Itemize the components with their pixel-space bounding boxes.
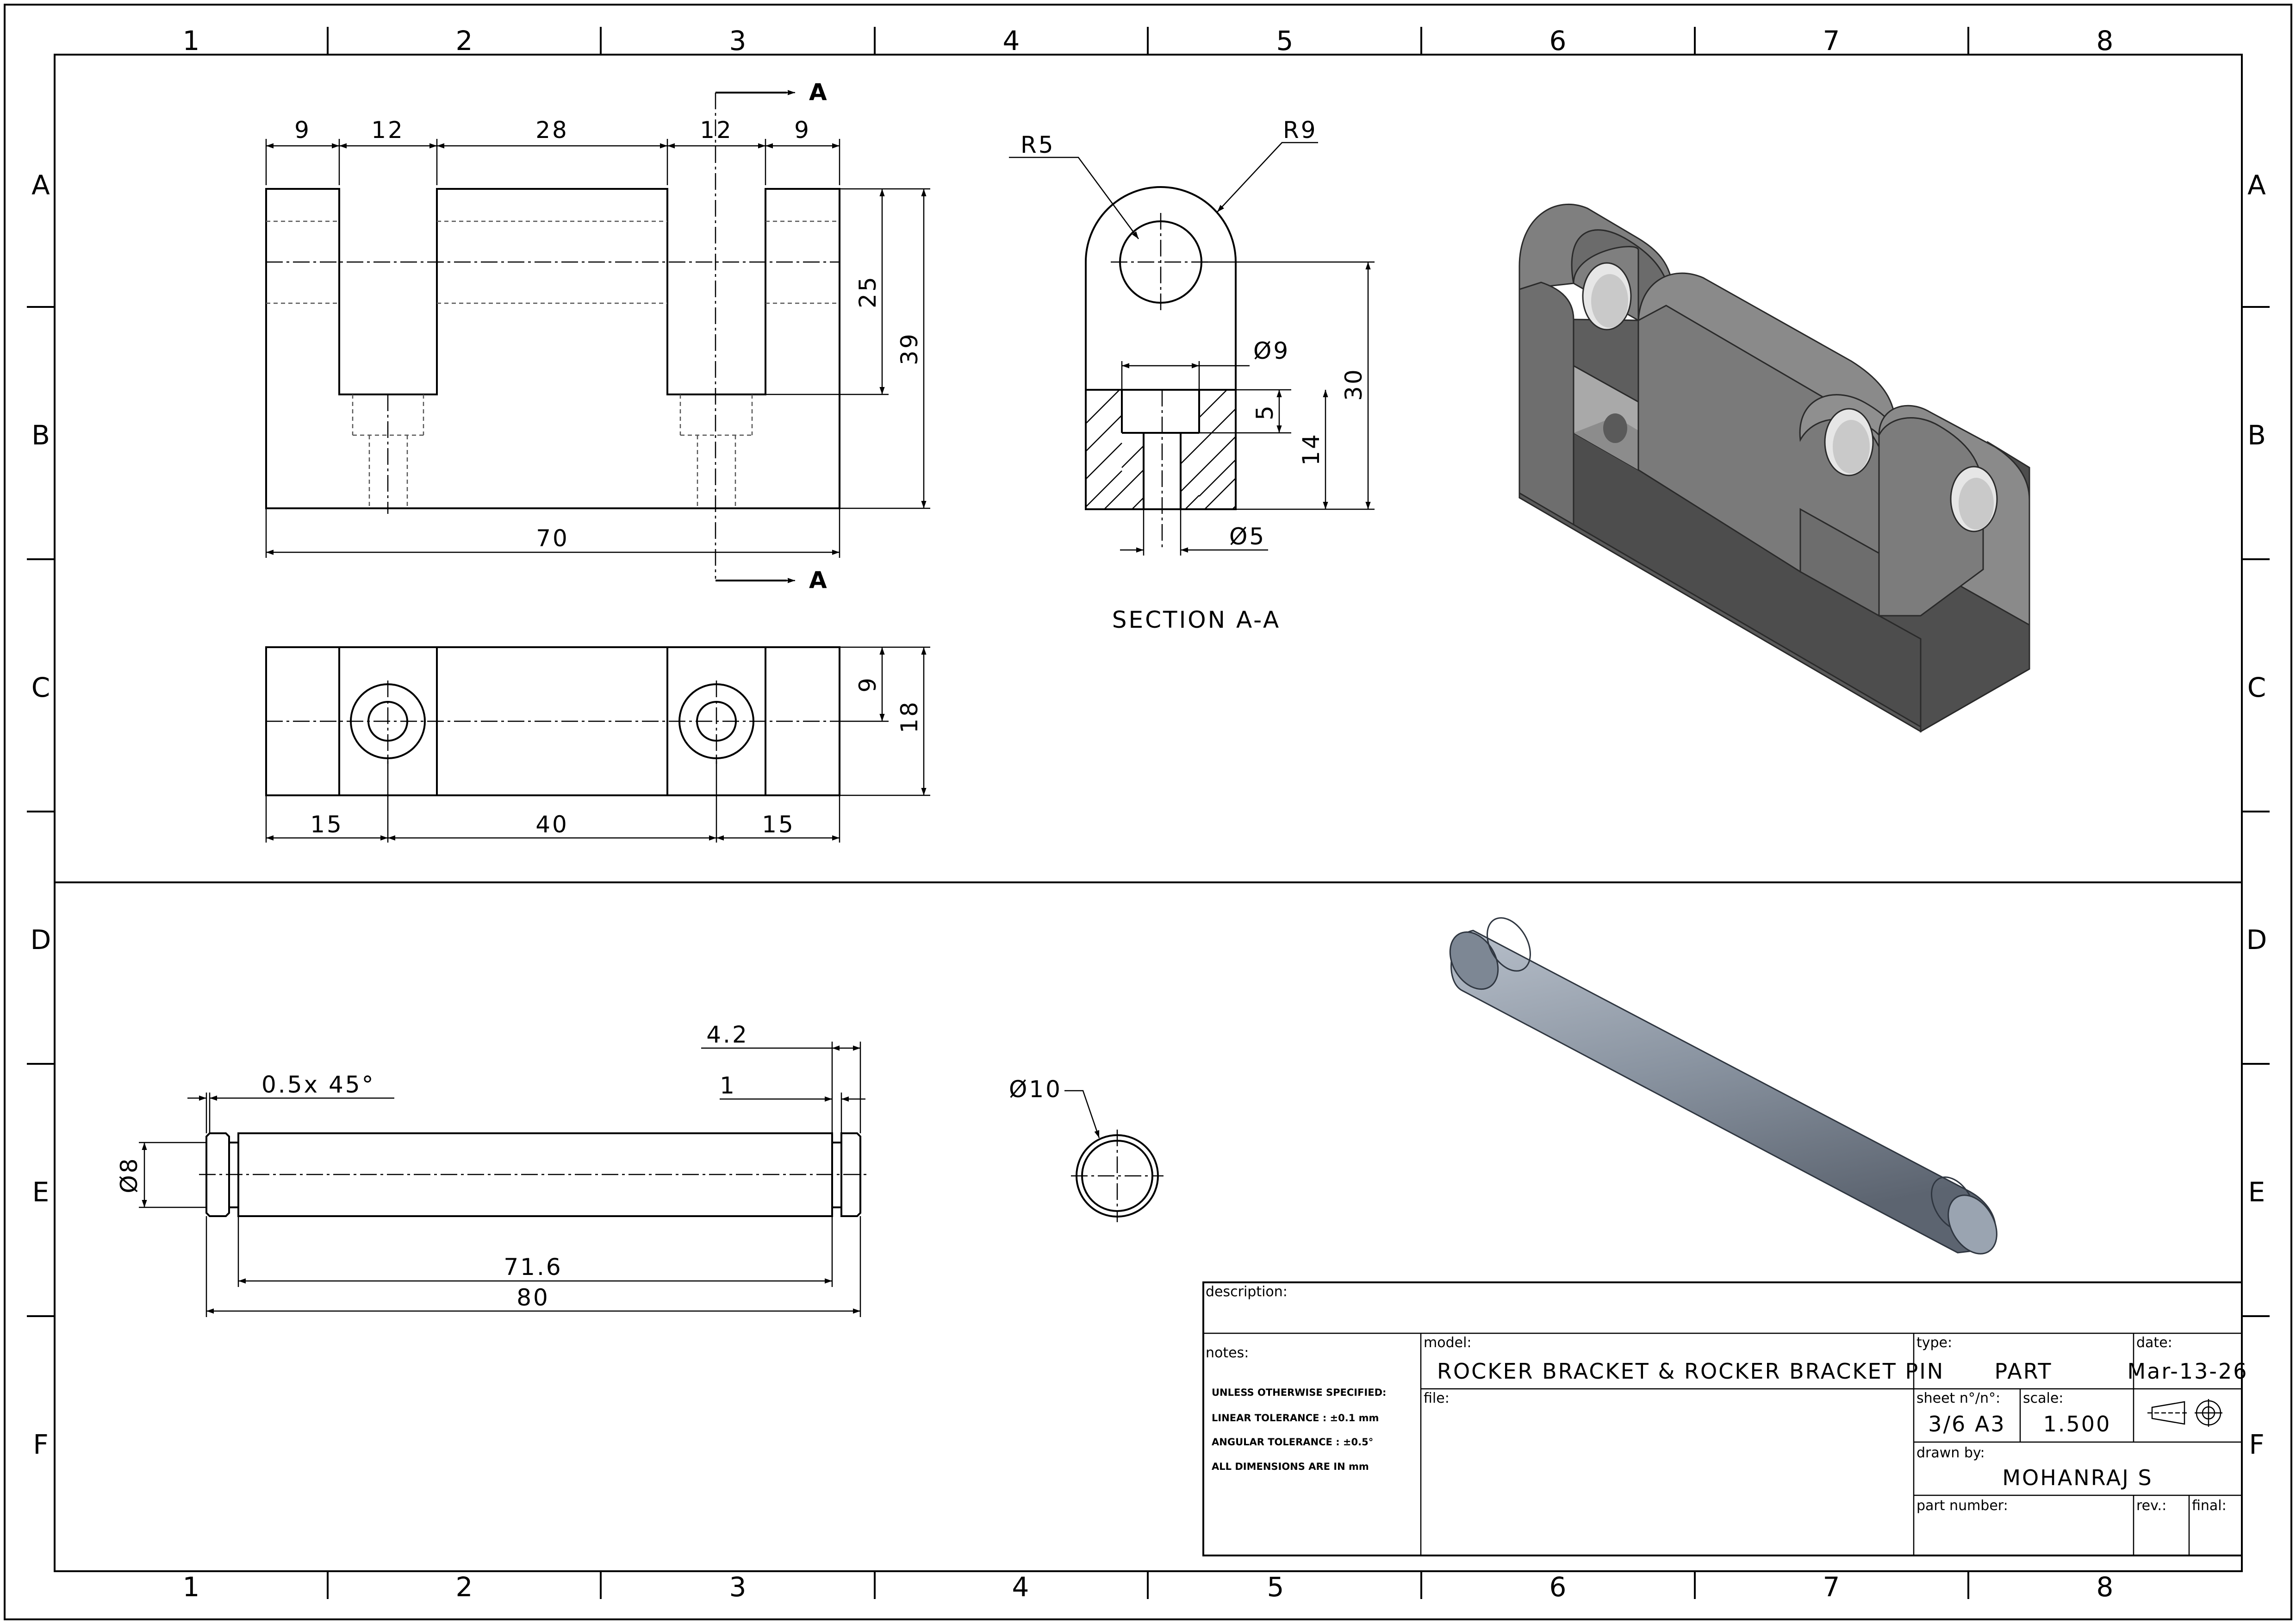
zone-col-label: 4 <box>1003 25 1020 56</box>
drawn-by-label: drawn by: <box>1916 1445 1985 1461</box>
title-block: description: notes: UNLESS OTHERWISE SPE… <box>1202 1281 2248 1556</box>
dim-dia9: Ø9 <box>1253 337 1290 364</box>
zone-col-label: 4 <box>1012 1571 1029 1603</box>
note-line: ALL DIMENSIONS ARE IN mm <box>1212 1461 1369 1472</box>
zone-row-label: E <box>32 1176 50 1208</box>
zone-row-label: B <box>31 419 50 451</box>
final-label: final: <box>2192 1498 2227 1514</box>
dim-5: 5 <box>1251 404 1278 420</box>
section-hatch <box>1085 389 1236 510</box>
zone-row-label: E <box>2248 1176 2265 1208</box>
zone-col-label: 2 <box>456 1571 473 1603</box>
dim-chamfer: 0.5x 45° <box>261 1071 375 1098</box>
section-mark-top: A <box>809 79 829 106</box>
note-line: UNLESS OTHERWISE SPECIFIED: <box>1212 1387 1386 1398</box>
model-label: model: <box>1424 1335 1472 1351</box>
zone-col-label: 3 <box>729 1571 747 1603</box>
notes-label: notes: <box>1206 1345 1249 1361</box>
dim-70: 70 <box>536 525 569 552</box>
zone-row-label: C <box>2247 672 2266 703</box>
dim-25: 25 <box>854 275 881 308</box>
dim-dia5: Ø5 <box>1229 523 1266 550</box>
dim-18: 18 <box>896 700 923 733</box>
section-mark-bottom: A <box>809 567 829 593</box>
zone-col-label: 6 <box>1549 1571 1567 1603</box>
bracket-top-view: 9 18 15 40 15 <box>265 646 930 843</box>
dim-15: 15 <box>762 811 795 838</box>
dim-dia8: Ø8 <box>116 1156 143 1193</box>
dim-40: 40 <box>535 811 569 838</box>
dim-9: 9 <box>294 117 311 144</box>
zone-col-label: 1 <box>183 25 200 56</box>
dim-39: 39 <box>896 332 923 365</box>
description-label: description: <box>1206 1284 1288 1300</box>
file-label: file: <box>1424 1390 1450 1406</box>
dim-dia10: Ø10 <box>1009 1076 1062 1103</box>
drawn-by-value: MOHANRAJ S <box>2002 1465 2153 1490</box>
zone-col-label: 3 <box>729 25 747 56</box>
zone-row-label: A <box>31 169 50 201</box>
note-line: ANGULAR TOLERANCE : ±0.5° <box>1212 1437 1373 1448</box>
dim-r9: R9 <box>1283 117 1318 144</box>
section-view: R5 R9 Ø9 5 14 30 Ø5 SECTION A-A <box>1009 117 1375 633</box>
pin-side-view: Ø8 0.5x 45° 4.2 1 71.6 80 <box>116 1021 868 1317</box>
scale-value: 1.500 <box>2043 1412 2111 1437</box>
note-line: LINEAR TOLERANCE : ±0.1 mm <box>1212 1412 1379 1424</box>
sheet-value: 3/6 A3 <box>1928 1412 2005 1437</box>
dim-1: 1 <box>720 1072 736 1099</box>
zone-row-label: B <box>2247 419 2266 451</box>
scale-label: scale: <box>2023 1390 2063 1406</box>
model-name: ROCKER BRACKET & ROCKER BRACKET PIN <box>1437 1359 1944 1384</box>
dim-r5: R5 <box>1020 131 1055 158</box>
dim-80: 80 <box>516 1284 550 1311</box>
zone-col-label: 7 <box>1823 1571 1840 1603</box>
projection-symbol-icon <box>2147 1399 2222 1427</box>
zone-col-label: 5 <box>1276 25 1294 56</box>
zone-col-label: 1 <box>183 1571 200 1603</box>
bracket-iso-view <box>1518 203 2030 733</box>
date-value: Mar-13-26 <box>2127 1359 2248 1384</box>
dim-4-2: 4.2 <box>706 1021 749 1048</box>
dim-15: 15 <box>310 811 343 838</box>
section-title: SECTION A-A <box>1112 606 1281 633</box>
zone-col-label: 2 <box>456 25 473 56</box>
zone-row-label: F <box>2249 1429 2264 1460</box>
zone-col-label: 5 <box>1267 1571 1284 1603</box>
sheet-label: sheet n°/n°: <box>1916 1390 2000 1406</box>
rev-label: rev.: <box>2136 1498 2166 1514</box>
dim-14: 14 <box>1298 432 1325 466</box>
zone-col-label: 8 <box>2097 1571 2114 1603</box>
dim-12: 12 <box>371 117 404 144</box>
bracket-front-view: A A 9 12 28 12 9 25 <box>265 79 930 593</box>
dim-9: 9 <box>794 117 811 144</box>
pin-end-view: Ø10 <box>1009 1076 1164 1222</box>
dim-30: 30 <box>1340 368 1367 401</box>
zone-col-label: 8 <box>2097 25 2114 56</box>
type-label: type: <box>1916 1335 1952 1351</box>
zone-row-label: D <box>31 924 51 956</box>
dim-28: 28 <box>535 117 569 144</box>
zone-col-label: 7 <box>1823 25 1840 56</box>
date-label: date: <box>2136 1335 2172 1351</box>
dim-12: 12 <box>700 117 733 144</box>
zone-row-label: A <box>2247 169 2266 201</box>
dim-9: 9 <box>854 676 881 693</box>
zone-row-label: D <box>2246 924 2267 956</box>
zone-row-label: F <box>33 1429 48 1460</box>
dim-71-6: 71.6 <box>504 1254 562 1280</box>
type-value: PART <box>1995 1359 2053 1384</box>
pin-iso-view <box>1449 917 1997 1255</box>
part-number-label: part number: <box>1916 1498 2008 1514</box>
zone-col-label: 6 <box>1549 25 1567 56</box>
zone-row-label: C <box>31 672 50 703</box>
